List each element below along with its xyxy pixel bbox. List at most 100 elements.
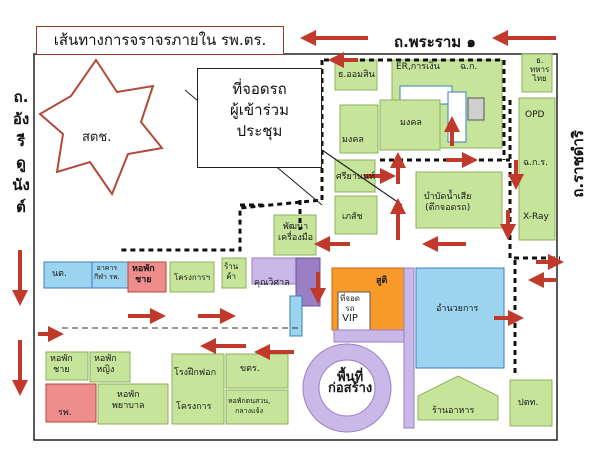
bambat-building [415, 171, 503, 229]
por-tor-building [509, 379, 553, 427]
label-hor-ying: หอพัก หญิง [94, 354, 117, 376]
label-khunwisan: คุณวิศาล [254, 278, 290, 288]
label-hor-chai-b: หอพัก ชาย [50, 354, 73, 376]
label-srisan: ศรียานนท์ [336, 172, 376, 182]
label-amnuaykan: อำนวยการ [436, 304, 479, 314]
khunwisan-building [251, 257, 297, 285]
hor-kan-building [225, 389, 289, 425]
label-phasuk: เภสัช [342, 212, 363, 222]
legend-line-1: ที่จอดรถ [232, 80, 287, 98]
road-top-label: ถ.พระราม ๑ [394, 33, 476, 51]
road-left-label: ถ. อัง รี ดู นัง ต์ [10, 86, 32, 218]
label-er: ER,การเงิน [396, 62, 440, 72]
label-ror-por: รพ. [58, 408, 72, 418]
amnuaykan-building [415, 267, 505, 369]
label-khor-tor: ขตร. [240, 364, 260, 374]
label-construction: พื้นที่ ก่อสร้าง [328, 371, 373, 396]
label-khrong-kan: โครงการฯ [174, 273, 210, 282]
label-construction-2: ก่อสร้าง [328, 381, 373, 396]
label-xray: X-Ray [523, 212, 549, 222]
khrong-kan-building [169, 261, 215, 293]
road-left-3: รี [16, 132, 26, 150]
legend-line-2: ผู้เข้าร่วม [230, 101, 289, 119]
label-arkan-1: อาคาร [96, 264, 118, 272]
label-hor-nurse: หอพัก พยาบาล [112, 390, 145, 412]
nor-tor-building [43, 261, 93, 289]
construction-inner [318, 359, 376, 417]
label-nor-tor: นต. [52, 269, 67, 279]
label-phatthana: พัฒนา เครื่องมือ [278, 222, 313, 244]
label-hor-kan: หอพักตนสวน, กลางแจ้ง [228, 396, 270, 416]
label-hor-nurse-1: หอพัก [116, 390, 140, 400]
label-hor-ying-1: หอพัก [94, 354, 117, 364]
label-hor-chai-1: หอพัก [132, 264, 155, 274]
site-boundary [33, 53, 558, 441]
label-ran-kha-2: ค้า [226, 272, 237, 281]
label-mongkol-1: มงคล [342, 135, 364, 145]
label-vip: ที่จอด รถ VIP [340, 294, 360, 324]
label-vip-1: ที่จอด [340, 294, 360, 303]
label-arkan-2: กีฬา รพ. [94, 273, 120, 281]
label-phatthana-1: พัฒนา [282, 222, 309, 232]
rong-fuek-building [171, 353, 225, 425]
label-chor-kor-r: ฉ.ก.ร. [523, 158, 548, 168]
label-hor-nurse-2: พยาบาล [112, 401, 145, 411]
ror-por [45, 383, 97, 423]
hor-chai-building [127, 261, 167, 293]
label-hor-kan-1: หอพักตนสวน, [228, 397, 271, 405]
vip-parking [337, 291, 371, 331]
arkan-building [91, 261, 129, 289]
label-hor-chai-b-2: ชาย [53, 365, 70, 375]
hor-chai-b [45, 351, 89, 381]
label-rong-fuek: โรงฝึกฟอก [174, 368, 217, 378]
label-ran-kha: ร้าน ค้า [224, 262, 238, 282]
legend-parking-box: ที่จอดรถ ผู้เข้าร่วม ประชุม [197, 68, 322, 168]
phasuk-building [334, 195, 378, 235]
opd-building [518, 97, 556, 241]
label-bambat: บำบัดน้ำเสีย (ตึกจอดรถ) [424, 192, 471, 214]
label-thahan: ธ. ทหาร ไทย [530, 56, 549, 83]
hor-ying-building [89, 351, 131, 383]
blue-pillar [289, 295, 303, 337]
label-bambat-2: (ตึกจอดรถ) [425, 203, 471, 213]
label-sotch: สตช. [82, 130, 112, 145]
label-vip-2: รถ [345, 304, 355, 313]
label-hor-chai-2: ชาย [135, 275, 152, 285]
label-thahan-2: ทหาร [530, 65, 550, 74]
label-bambat-1: บำบัดน้ำเสีย [424, 192, 472, 202]
legend-pointer [321, 149, 403, 206]
label-vip-3: VIP [342, 313, 358, 324]
label-chor-kor: ฉ.ก. [460, 62, 478, 72]
sotch-star [38, 58, 164, 197]
thahan-building [521, 53, 553, 93]
label-hor-ying-2: หญิง [96, 365, 115, 375]
road-left-1: ถ. [13, 88, 29, 106]
purple-link [333, 329, 411, 343]
tank-icon [467, 97, 485, 121]
ran-kha-building [221, 257, 247, 289]
label-khrong-kan-b: โครงการ [176, 402, 212, 412]
label-suti: สูติ [376, 276, 388, 286]
road-right-label: ถ.ราชดำริ [569, 130, 587, 198]
purple-vertical [403, 267, 415, 429]
mongkol-right [379, 99, 441, 151]
label-arkan: อาคาร กีฬา รพ. [94, 264, 120, 282]
label-hor-chai-b-1: หอพัก [50, 354, 73, 364]
hor-nurse-building [97, 383, 169, 425]
traffic-arrows [12, 30, 564, 396]
legend-line-3: ประชุม [236, 122, 283, 140]
label-hor-kan-2: กลางแจ้ง [235, 407, 264, 415]
label-por-tor: ปตท. [518, 398, 539, 408]
mongkol-left [339, 104, 379, 154]
label-ran-kha-1: ร้าน [224, 262, 239, 271]
road-left-4: ดู [16, 154, 26, 172]
road-left-5: นัง [12, 176, 30, 194]
road-left-6: ต์ [16, 198, 26, 216]
road-left-2: อัง [12, 110, 30, 128]
phatthana-building [273, 214, 317, 256]
ran-arhan-building [417, 375, 499, 421]
label-ran-arhan: ร้านอาหาร [432, 406, 475, 416]
label-hor-chai: หอพัก ชาย [132, 264, 155, 286]
